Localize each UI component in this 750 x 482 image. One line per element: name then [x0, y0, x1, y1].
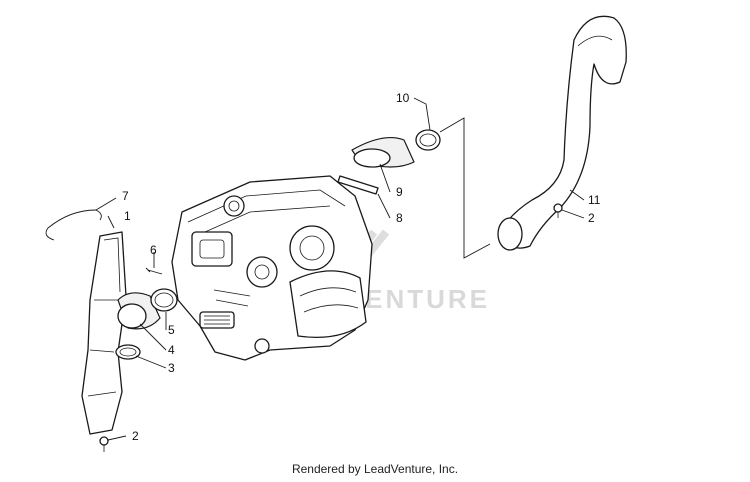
part-10-hose-clamp [415, 129, 441, 151]
leader-2-upper [561, 209, 585, 219]
part-2-screw-lower [99, 436, 109, 452]
callout-1: 1 [124, 209, 131, 223]
callout-2-upper: 2 [588, 211, 595, 225]
leader-9 [379, 163, 391, 193]
part-9-elbow-boot [351, 137, 415, 168]
footer-credit: Rendered by LeadVenture, Inc. [291, 462, 459, 476]
callout-7: 7 [122, 189, 129, 203]
part-2-screw-upper [553, 203, 563, 218]
callout-9: 9 [396, 185, 403, 199]
leader-10 [413, 97, 431, 131]
part-8-stud [337, 175, 379, 195]
part-3-hose-clamp [115, 344, 141, 360]
leader-11 [569, 189, 585, 201]
callout-11: 11 [588, 193, 601, 207]
part-6-screw [145, 267, 163, 275]
leader-3 [135, 355, 167, 369]
callout-8: 8 [396, 211, 403, 225]
part-7-wire-clip [45, 209, 102, 241]
part-11-outlet-tube [497, 15, 627, 251]
leader-4 [139, 323, 167, 351]
callout-5: 5 [168, 323, 175, 337]
part-5-hose-clamp [150, 288, 178, 312]
leader-8 [377, 193, 391, 219]
callout-3: 3 [168, 361, 175, 375]
part-1-intake-duct [81, 231, 127, 435]
alignment-leader-10-11 [439, 117, 491, 259]
leader-1 [107, 215, 115, 229]
callout-2-lower: 2 [132, 429, 139, 443]
callout-10: 10 [396, 91, 410, 105]
engine-assembly [171, 175, 373, 361]
leader-7 [95, 197, 117, 211]
leader-2-lower [107, 435, 127, 441]
callout-4: 4 [168, 343, 175, 357]
part-4-boot [117, 292, 161, 330]
callout-6: 6 [150, 243, 157, 257]
